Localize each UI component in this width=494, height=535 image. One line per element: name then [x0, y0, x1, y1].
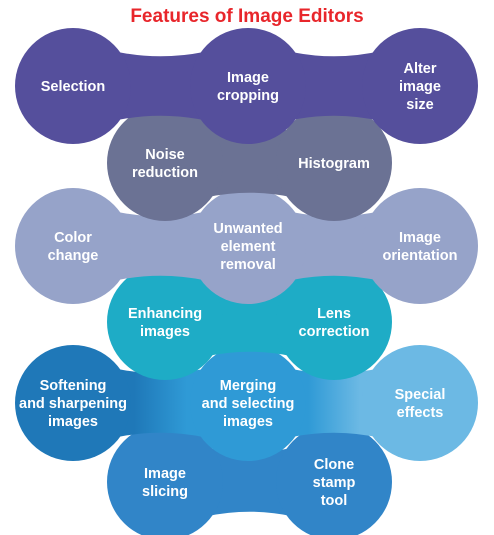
- feature-label: Merging and selecting images: [202, 378, 295, 430]
- feature-label-line: image: [399, 79, 441, 95]
- feature-circle: [362, 345, 478, 461]
- feature-label-line: Histogram: [298, 156, 370, 172]
- feature-label: Special effects: [395, 387, 446, 421]
- feature-circle: [190, 345, 306, 461]
- feature-label-line: stamp: [313, 475, 356, 491]
- feature-circle: [15, 188, 131, 304]
- feature-label: Lens correction: [299, 306, 370, 340]
- feature-circle: [107, 424, 223, 535]
- feature-label: Color change: [48, 230, 99, 264]
- feature-label-line: reduction: [132, 165, 198, 181]
- feature-label-line: Unwanted: [213, 221, 282, 237]
- feature-label: Image orientation: [383, 230, 458, 264]
- feature-label-line: images: [140, 324, 190, 340]
- feature-circle: [107, 105, 223, 221]
- feature-circle: [190, 28, 306, 144]
- feature-circle: [276, 424, 392, 535]
- feature-circle: [15, 28, 131, 144]
- feature-label-line: size: [406, 97, 433, 113]
- feature-label-line: Lens: [317, 306, 351, 322]
- feature-label-line: Alter: [403, 61, 436, 77]
- feature-label-line: Image: [399, 230, 441, 246]
- diagram-title: Features of Image Editors: [130, 6, 364, 27]
- feature-label-line: Clone: [314, 457, 354, 473]
- feature-row-5: Softening and sharpening images Merging and …: [15, 345, 478, 461]
- feature-label-line: Noise: [145, 147, 185, 163]
- feature-label-line: slicing: [142, 484, 188, 500]
- feature-label-line: Image: [144, 466, 186, 482]
- feature-circle: [190, 188, 306, 304]
- feature-circle: [276, 105, 392, 221]
- feature-row-2: Noise reduction Histogram: [107, 105, 392, 221]
- feature-label-line: Image: [227, 70, 269, 86]
- feature-circle: [362, 28, 478, 144]
- feature-label-line: tool: [321, 493, 348, 509]
- feature-label: Alter image size: [399, 61, 441, 113]
- feature-label-line: Color: [54, 230, 92, 246]
- feature-label-line: Special: [395, 387, 446, 403]
- feature-circle: [276, 264, 392, 380]
- feature-label-line: orientation: [383, 248, 458, 264]
- feature-label-line: images: [48, 414, 98, 430]
- feature-circle: [362, 188, 478, 304]
- feature-label-line: Selection: [41, 79, 105, 95]
- feature-label: Image cropping: [217, 70, 279, 104]
- feature-label-line: Merging: [220, 378, 276, 394]
- feature-row-4: Enhancing images Lens correction: [107, 264, 392, 380]
- feature-label: Selection: [41, 79, 105, 95]
- feature-circle: [107, 264, 223, 380]
- feature-label-line: images: [223, 414, 273, 430]
- feature-row-6: Image slicing Clone stamp tool: [107, 424, 392, 535]
- feature-label-line: Enhancing: [128, 306, 202, 322]
- feature-label: Enhancing images: [128, 306, 202, 340]
- feature-label-line: element: [221, 239, 276, 255]
- feature-label-line: Softening: [40, 378, 107, 394]
- feature-circle: [15, 345, 131, 461]
- feature-label-line: and sharpening: [19, 396, 127, 412]
- feature-row-3: Color change Unwanted element removal Image or…: [15, 188, 478, 304]
- feature-label-line: cropping: [217, 88, 279, 104]
- feature-label: Softening and sharpening images: [19, 378, 127, 430]
- feature-label-line: change: [48, 248, 99, 264]
- feature-label-line: and selecting: [202, 396, 295, 412]
- feature-label: Unwanted element removal: [213, 221, 282, 273]
- feature-label-line: removal: [220, 257, 276, 273]
- feature-label: Noise reduction: [132, 147, 198, 181]
- feature-label: Clone stamp tool: [313, 457, 356, 509]
- feature-label: Histogram: [298, 156, 370, 172]
- feature-row-1: Selection Image cropping Alter image size: [15, 28, 478, 144]
- feature-label: Image slicing: [142, 466, 188, 500]
- feature-label-line: correction: [299, 324, 370, 340]
- feature-label-line: effects: [397, 405, 444, 421]
